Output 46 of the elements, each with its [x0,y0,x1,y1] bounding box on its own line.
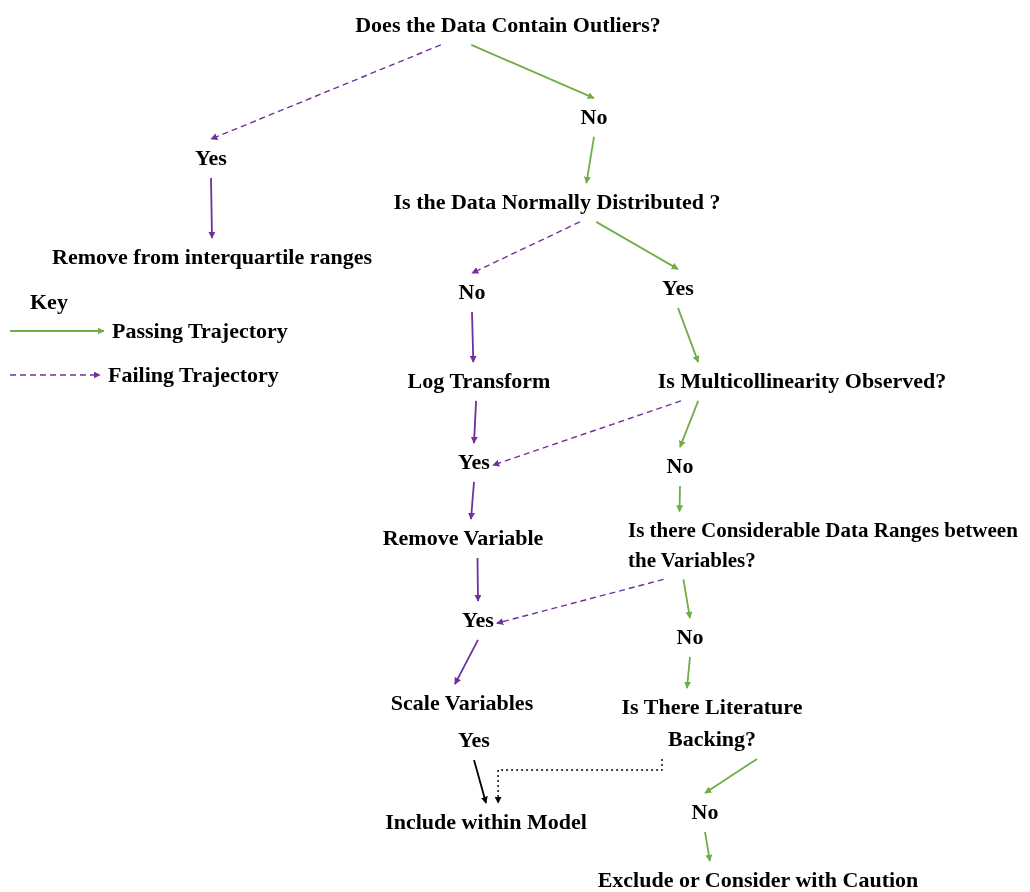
question-text: Is the Data Normally Distributed ? [393,186,721,218]
answer-label: Yes [195,142,227,174]
arrow [496,578,665,625]
answer-label: Yes [458,724,490,756]
answer-label: No [676,621,704,653]
question-text: Is there Considerable Data Ranges between the Variables? [628,514,1024,576]
legend-title: Key [30,289,68,315]
answer-label: No [691,796,719,828]
answer-label: No [666,450,694,482]
arrow [682,578,693,619]
action-text: Exclude or Consider with Caution [597,864,919,892]
legend-text: Passing Trajectory [112,318,288,344]
answer-label: No [458,276,486,308]
action-text: Scale Variables [390,687,534,719]
action-text: Remove from interquartile ranges [52,241,372,273]
answer-label: No [580,101,608,133]
action-text: Log Transform [407,365,551,397]
answer-label: Yes [458,446,490,478]
arrow [492,400,682,467]
answer-label: Yes [662,272,694,304]
arrow [469,311,477,363]
question-text: Does the Data Contain Outliers? [355,9,661,41]
answer-label: Yes [462,604,494,636]
legend-text: Failing Trajectory [108,362,279,388]
arrow [583,136,595,184]
arrow [676,485,684,513]
arrow [679,400,700,448]
action-text: Include within Model [385,806,587,838]
arrow [471,221,581,274]
arrow [473,759,488,804]
arrow [704,758,758,794]
arrow [208,177,216,239]
arrow [704,831,713,862]
arrow [684,656,692,689]
arrow [677,307,700,363]
arrow [494,758,663,804]
arrow [468,481,475,520]
arrow [454,639,479,685]
question-text: Is There Literature Backing? [587,691,837,755]
arrow [595,221,679,270]
action-text: Remove Variable [382,522,544,554]
arrow [474,557,482,602]
question-text: Is Multicollinearity Observed? [657,365,947,397]
arrow [470,44,595,99]
arrow [470,400,478,444]
arrow [210,44,442,140]
